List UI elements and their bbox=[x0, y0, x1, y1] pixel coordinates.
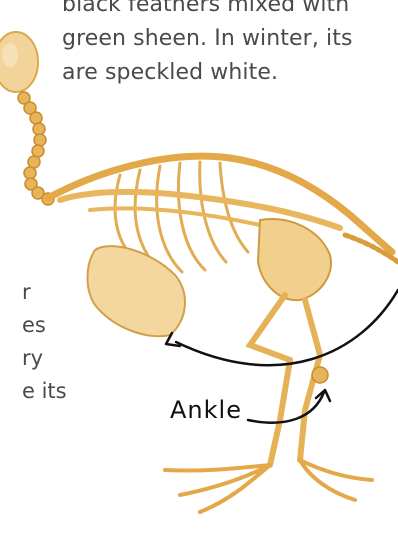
caption-left-line: es bbox=[22, 309, 82, 342]
caption-top-line: are speckled white. bbox=[62, 56, 398, 90]
caption-top: black feathers mixed with green sheen. I… bbox=[62, 0, 398, 90]
caption-top-line: black feathers mixed with bbox=[62, 0, 398, 22]
skull bbox=[0, 32, 38, 92]
ankle-joint bbox=[312, 367, 328, 383]
neck-vertebrae bbox=[18, 92, 54, 205]
caption-top-line: green sheen. In winter, its bbox=[62, 22, 398, 56]
caption-left-line: e its bbox=[22, 375, 82, 408]
pelvis bbox=[258, 219, 331, 300]
feet bbox=[165, 460, 372, 512]
caption-left: r es ry e its bbox=[22, 276, 82, 408]
caption-left-line: ry bbox=[22, 342, 82, 375]
caption-left-line: r bbox=[22, 276, 82, 309]
ankle-label: Ankle bbox=[170, 396, 242, 424]
wing-arrow bbox=[176, 290, 398, 365]
wing bbox=[60, 192, 340, 228]
legs bbox=[250, 295, 320, 465]
